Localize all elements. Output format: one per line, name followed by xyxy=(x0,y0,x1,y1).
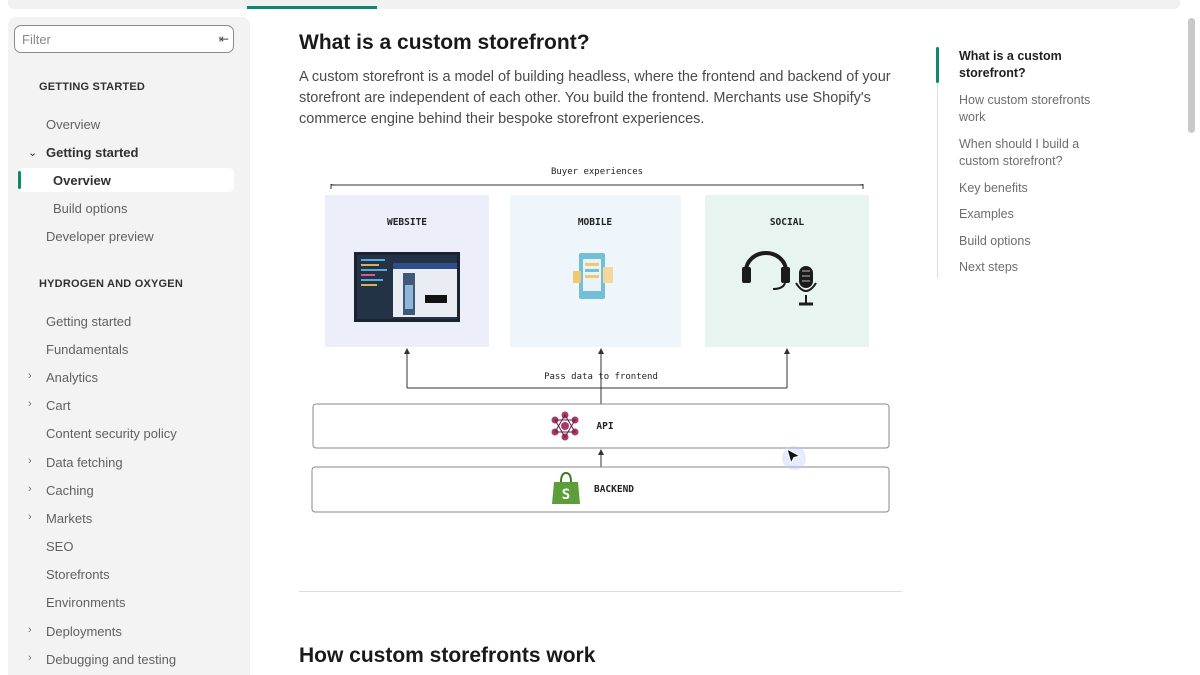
section-divider xyxy=(299,591,902,592)
sidebar-item-cart[interactable]: Cart xyxy=(46,398,71,413)
toc-item-examples[interactable]: Examples xyxy=(959,207,1014,221)
website-illustration-icon xyxy=(354,252,460,322)
sidebar-item-build-options[interactable]: Build options xyxy=(53,201,128,216)
toc-item-when-to-build[interactable]: When should I build a custom storefront? xyxy=(959,137,1080,168)
sidebar-item-developer-preview[interactable]: Developer preview xyxy=(46,229,154,244)
page-scrollbar[interactable] xyxy=(1188,18,1195,133)
sidebar-item-fundamentals[interactable]: Fundamentals xyxy=(46,342,129,357)
filter-placeholder: Filter xyxy=(22,32,51,47)
sidebar-item-markets[interactable]: Markets xyxy=(46,511,93,526)
chevron-right-icon[interactable]: › xyxy=(28,370,32,382)
architecture-diagram: Buyer experiences WEBSITE MOBILE SOCIAL xyxy=(299,155,902,525)
sidebar-item-storefronts[interactable]: Storefronts xyxy=(46,567,110,582)
toc-item-how-it-works[interactable]: How custom storefronts work xyxy=(959,93,1091,124)
mouse-cursor-icon xyxy=(782,446,806,470)
api-label: API xyxy=(596,421,613,432)
toc-track xyxy=(937,48,938,278)
api-network-icon xyxy=(551,411,579,441)
toc-item-key-benefits[interactable]: Key benefits xyxy=(959,181,1028,195)
api-box xyxy=(312,403,890,449)
top-tab-strip xyxy=(8,0,1180,9)
collapse-sidebar-icon[interactable]: ⇤ xyxy=(218,32,229,46)
sidebar-item-seo[interactable]: SEO xyxy=(46,539,74,554)
sidebar-item-overview[interactable]: Overview xyxy=(46,117,101,132)
chevron-right-icon[interactable]: › xyxy=(28,398,32,410)
sidebar-item-debugging-testing[interactable]: Debugging and testing xyxy=(46,652,177,667)
sidebar-item-caching[interactable]: Caching xyxy=(46,483,94,498)
chevron-right-icon[interactable]: › xyxy=(28,483,32,495)
chevron-right-icon[interactable]: › xyxy=(28,511,32,523)
active-item-background xyxy=(18,168,234,192)
section-title-how-it-works: How custom storefronts work xyxy=(299,644,596,667)
buyer-experiences-label: Buyer experiences xyxy=(551,167,643,177)
backend-box xyxy=(311,466,890,513)
active-item-indicator xyxy=(18,171,21,189)
sidebar-item-getting-started[interactable]: Getting started xyxy=(46,145,139,160)
social-label: SOCIAL xyxy=(770,217,805,228)
page-title: What is a custom storefront? xyxy=(299,31,590,54)
toc-active-indicator xyxy=(936,47,939,83)
chevron-down-icon[interactable]: ⌄ xyxy=(28,147,38,159)
shopify-bag-icon: S xyxy=(552,471,580,504)
sidebar: Filter ⇤ GETTING STARTED Overview ⌄ Gett… xyxy=(8,17,250,675)
backend-label: BACKEND xyxy=(594,484,634,495)
section-heading-hydrogen-oxygen: HYDROGEN AND OXYGEN xyxy=(39,278,183,290)
section-heading-getting-started: GETTING STARTED xyxy=(39,81,146,93)
toc-item-what-is[interactable]: What is a custom storefront? xyxy=(959,49,1062,80)
pass-data-label: Pass data to frontend xyxy=(544,372,658,382)
sidebar-item-getting-started-hydrogen[interactable]: Getting started xyxy=(46,314,132,329)
toc-item-build-options[interactable]: Build options xyxy=(959,234,1031,248)
sidebar-item-overview-active[interactable]: Overview xyxy=(53,173,111,188)
chevron-right-icon[interactable]: › xyxy=(28,455,32,467)
website-label: WEBSITE xyxy=(387,217,427,228)
headset-icon xyxy=(742,251,790,290)
intro-paragraph: A custom storefront is a model of buildi… xyxy=(299,69,891,127)
sidebar-item-environments[interactable]: Environments xyxy=(46,595,126,610)
sidebar-item-deployments[interactable]: Deployments xyxy=(46,624,122,639)
sidebar-item-analytics[interactable]: Analytics xyxy=(46,370,99,385)
toc-item-next-steps[interactable]: Next steps xyxy=(959,260,1019,274)
mobile-label: MOBILE xyxy=(578,217,613,228)
active-tab-indicator xyxy=(247,6,377,9)
microphone-icon xyxy=(795,266,817,306)
sidebar-item-data-fetching[interactable]: Data fetching xyxy=(46,455,123,470)
chevron-right-icon[interactable]: › xyxy=(28,624,32,636)
filter-input[interactable]: Filter ⇤ xyxy=(14,25,234,53)
svg-text:S: S xyxy=(562,487,570,503)
sidebar-item-content-security-policy[interactable]: Content security policy xyxy=(46,426,177,441)
mobile-illustration-icon xyxy=(573,253,613,299)
chevron-right-icon[interactable]: › xyxy=(28,652,32,664)
